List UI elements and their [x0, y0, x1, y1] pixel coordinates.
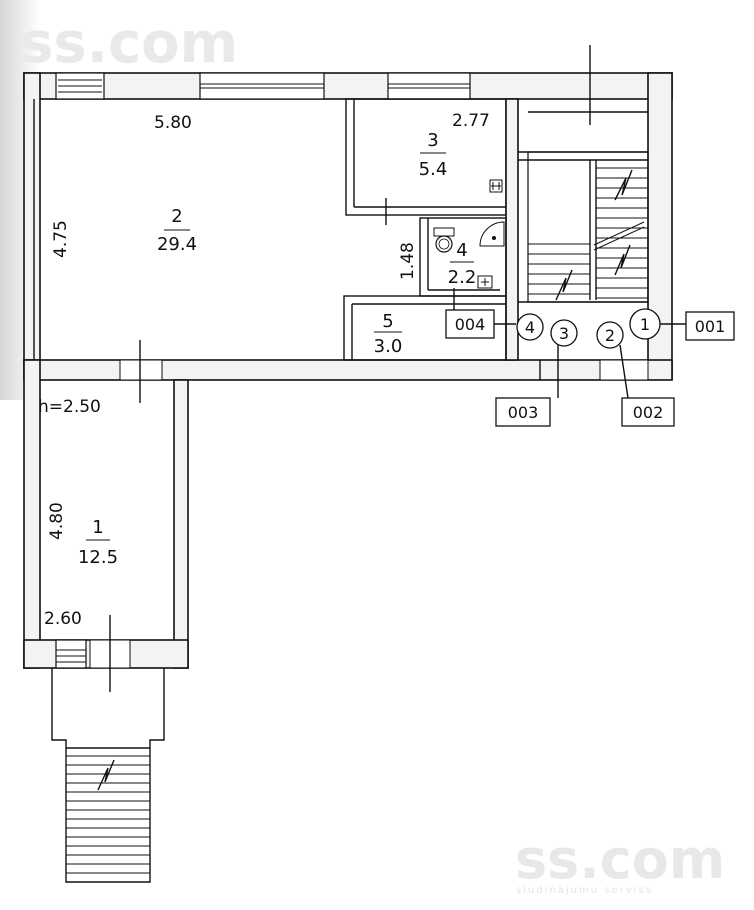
entrance-stair-outline: [51, 668, 165, 883]
marker-1-label: 1: [640, 315, 650, 334]
toilet-icon: [433, 227, 455, 253]
radiator-icon: [489, 179, 503, 193]
room-3-area: 5.4: [419, 159, 448, 180]
callout-001: 001: [685, 311, 735, 341]
ceiling-height: h=2.50: [38, 397, 101, 417]
stair-diagonal: [593, 221, 645, 246]
callout-003: 003: [495, 397, 551, 427]
window-room1: [55, 639, 87, 669]
stairwell: [518, 151, 649, 303]
room-2-area: 29.4: [157, 234, 197, 255]
room-2-number: 2: [171, 206, 182, 227]
dim-room1-width: 2.60: [44, 609, 82, 629]
callout-001-label: 001: [695, 317, 726, 336]
room-4-number: 4: [456, 240, 467, 261]
room-3-label: 3 5.4: [419, 130, 448, 180]
left-wall-upper: [23, 72, 41, 364]
room-3-number: 3: [427, 130, 438, 151]
leader-002: [619, 344, 629, 399]
window-3: [387, 72, 471, 100]
dim-toilet-height: 1.48: [398, 242, 418, 280]
dim-left-height: 4.75: [51, 220, 71, 258]
dim-room1-height: 4.80: [47, 502, 67, 540]
section-marker-4: 4: [516, 313, 544, 341]
stair-break-2: [614, 244, 631, 276]
window-1: [55, 72, 105, 100]
room5-outline: [343, 295, 507, 361]
watermark-bottom: ss.com: [515, 828, 725, 891]
callout-002: 002: [621, 397, 675, 427]
stair-break-3: [555, 269, 573, 301]
room-5-area: 3.0: [374, 336, 403, 357]
sink-icon: [479, 221, 505, 247]
door-opening: [119, 359, 163, 381]
room-2-label: 2 29.4: [157, 206, 197, 255]
stair-break-1: [614, 169, 633, 201]
room-1-area: 12.5: [78, 547, 118, 568]
stair-diagonal-2: [593, 226, 645, 251]
window-2: [199, 72, 325, 100]
callout-003-label: 003: [508, 403, 539, 422]
room-4-area: 2.2: [448, 267, 477, 288]
top-wall: [23, 72, 673, 100]
section-marker-3: 3: [550, 319, 578, 347]
dim-top-width: 5.80: [154, 113, 192, 133]
entrance-stair-treads: [66, 755, 150, 874]
dim-room3-width: 2.77: [452, 111, 490, 131]
section-marker-1: 1: [629, 308, 661, 340]
entrance-stair-break: [97, 759, 115, 791]
watermark-tagline: sludinājumu serviss: [516, 885, 653, 896]
room-4-label: 4 2.2: [448, 240, 477, 288]
callout-004: 004: [445, 309, 495, 339]
section-marker-2: 2: [596, 321, 624, 349]
vent-icon: [477, 275, 493, 289]
room-5-label: 5 3.0: [374, 311, 403, 357]
watermark-top: ss.com: [20, 11, 238, 76]
room1-right-wall: [173, 379, 189, 669]
marker-2-label: 2: [605, 326, 615, 345]
marker-4-label: 4: [525, 318, 535, 337]
room-5-number: 5: [382, 311, 393, 332]
stair-flight-upper: [528, 167, 648, 299]
room-1-label: 1 12.5: [78, 517, 118, 568]
marker-3-label: 3: [559, 324, 569, 343]
callout-002-label: 002: [633, 403, 664, 422]
callout-004-label: 004: [455, 315, 486, 334]
core-wall: [505, 98, 519, 361]
room-1-number: 1: [92, 517, 103, 538]
